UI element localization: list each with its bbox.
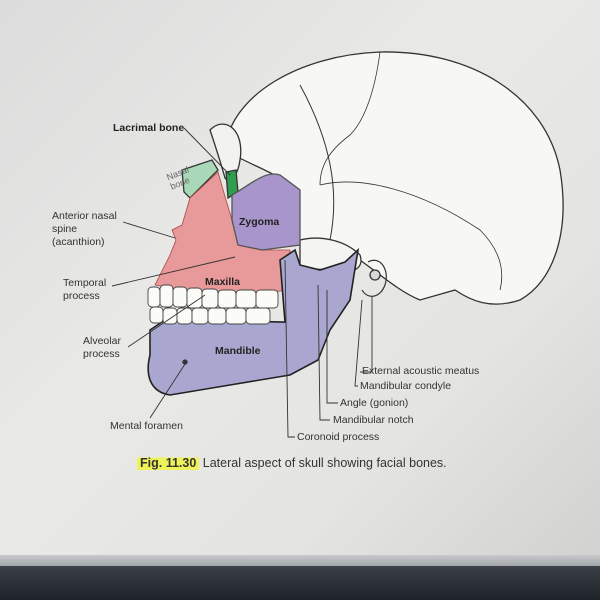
label-ans-line1: Anterior nasal: [52, 210, 117, 222]
nasal-bone-shape: [181, 159, 219, 199]
page-edge: [0, 555, 600, 567]
desk-background: [0, 566, 600, 600]
label-maxilla: Maxilla: [205, 276, 241, 288]
label-lacrimal-bone: Lacrimal bone: [113, 122, 185, 134]
leader-lines: [111, 127, 373, 438]
figure-number: Fig. 11.30: [137, 455, 200, 471]
label-mental-foramen: Mental foramen: [110, 420, 183, 432]
label-ans-line3: (acanthion): [52, 236, 105, 248]
label-external-acoustic-meatus: External acoustic meatus: [362, 365, 480, 377]
label-ans-line2: spine: [52, 223, 78, 235]
label-mandibular-condyle: Mandibular condyle: [360, 380, 452, 392]
label-ap-line2: process: [83, 348, 120, 360]
label-zygoma: Zygoma: [239, 216, 280, 228]
figure-caption-text: Lateral aspect of skull showing facial b…: [202, 456, 447, 470]
label-angle-gonion: Angle (gonion): [340, 397, 409, 409]
label-ap-line1: Alveolar: [83, 335, 121, 347]
figure-caption: Fig. 11.30 Lateral aspect of skull showi…: [137, 455, 447, 471]
label-mandible: Mandible: [215, 345, 261, 357]
label-coronoid-process: Coronoid process: [297, 431, 380, 443]
label-tp-line2: process: [63, 290, 100, 302]
label-tp-line1: Temporal: [63, 277, 107, 289]
zygoma-shape: [231, 173, 301, 251]
label-mandibular-notch: Mandibular notch: [333, 414, 414, 426]
